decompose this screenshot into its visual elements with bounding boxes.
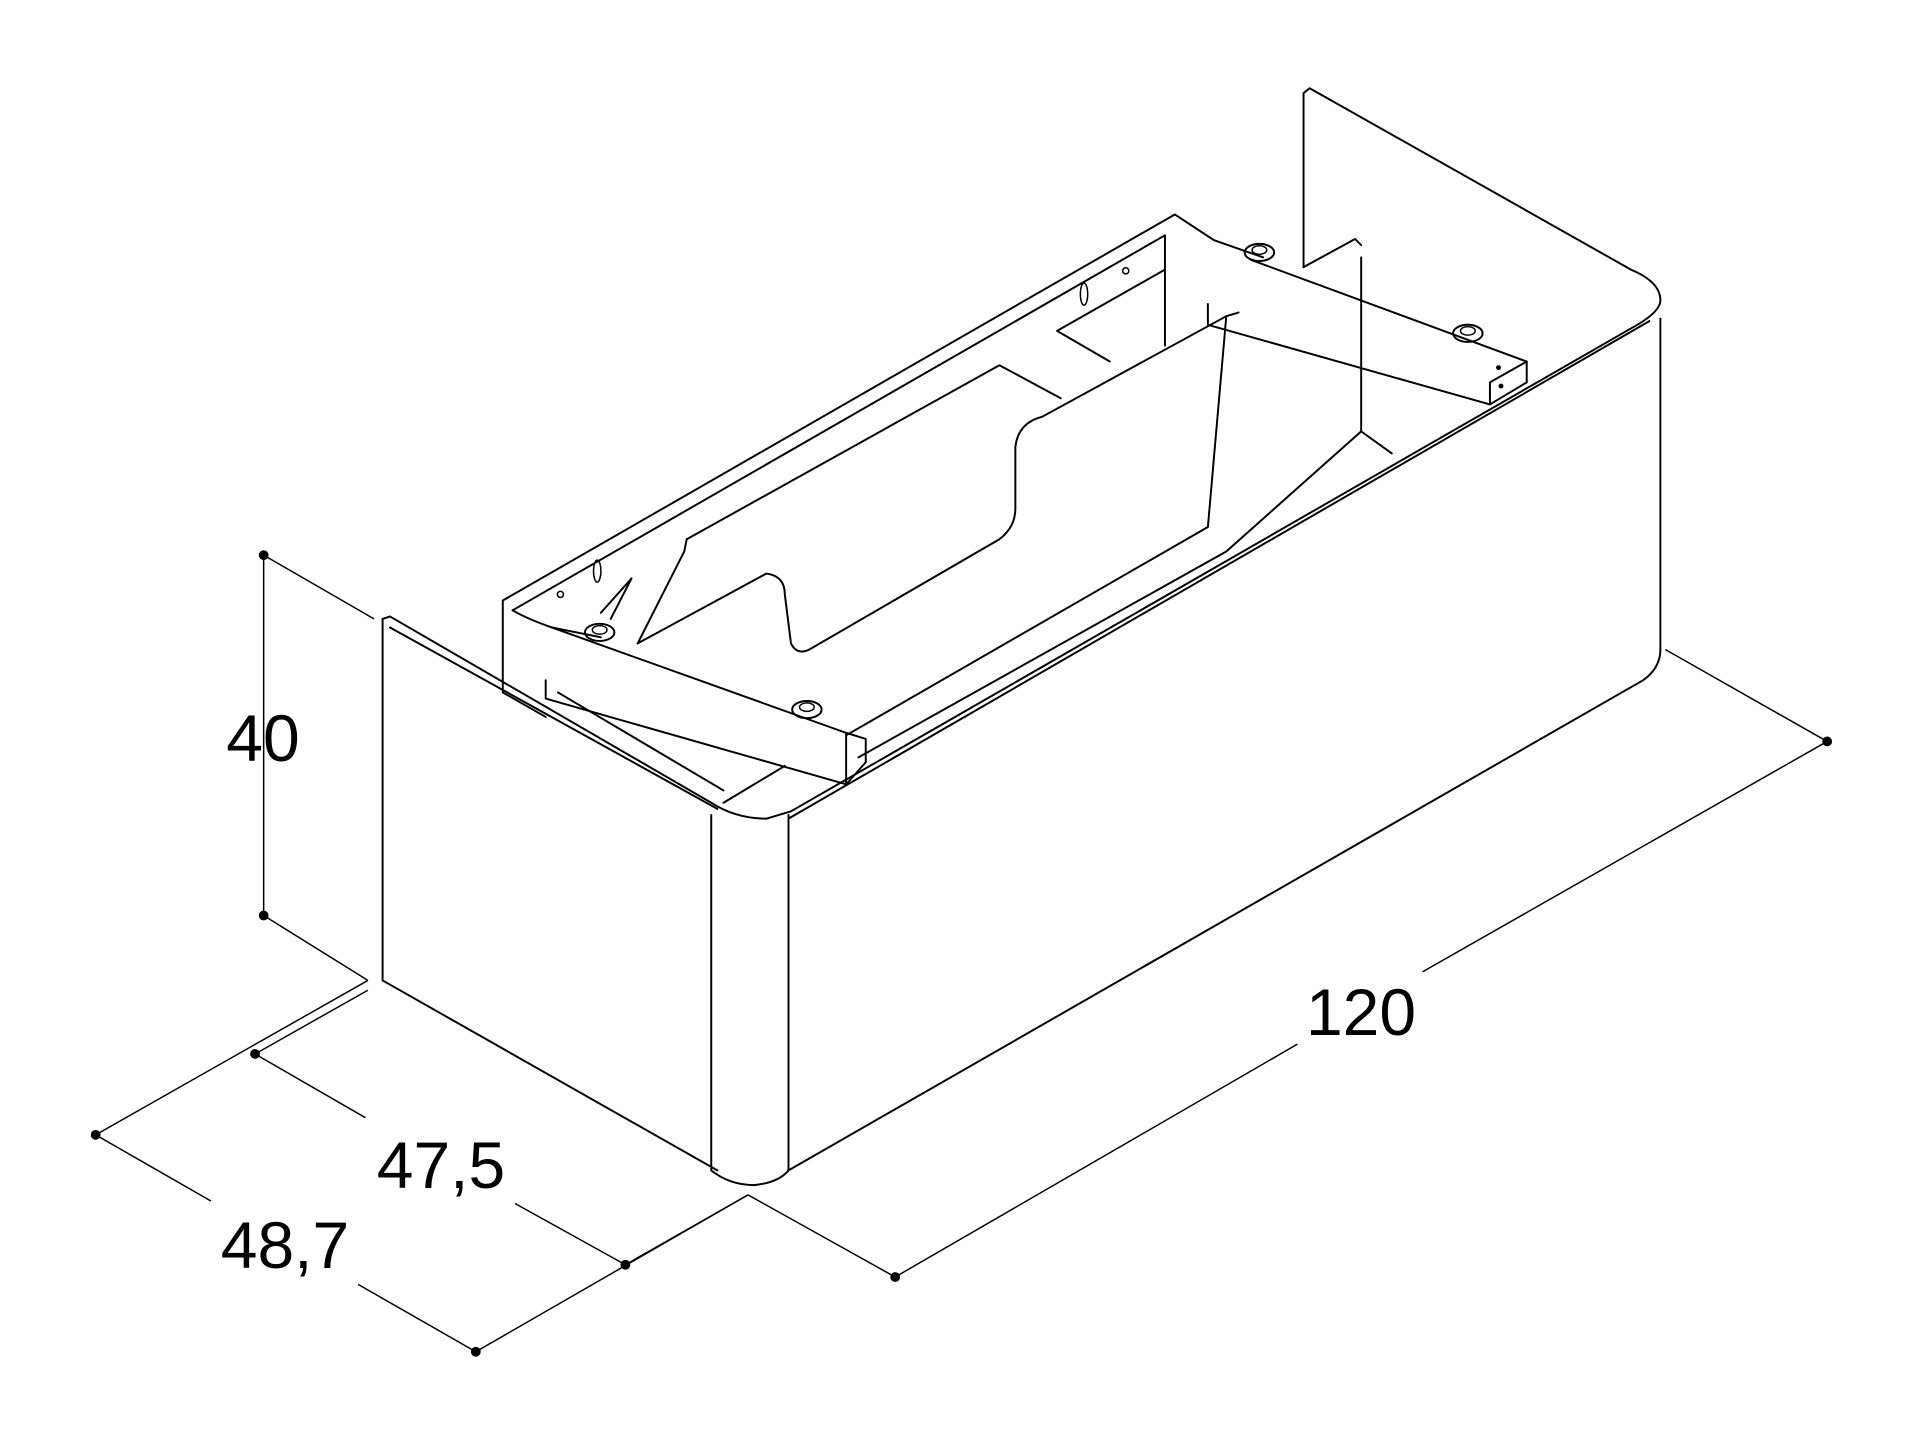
cabinet-outline xyxy=(381,87,1662,1187)
outer-depth-dimension-label: 48,7 xyxy=(220,1208,350,1282)
mounting-posts xyxy=(583,242,1484,720)
width-dimension-label: 120 xyxy=(1305,975,1417,1049)
height-dimension-label: 40 xyxy=(226,701,300,775)
dimension-lines xyxy=(90,550,1833,1357)
inner-depth-dimension-label: 47,5 xyxy=(376,1128,506,1202)
